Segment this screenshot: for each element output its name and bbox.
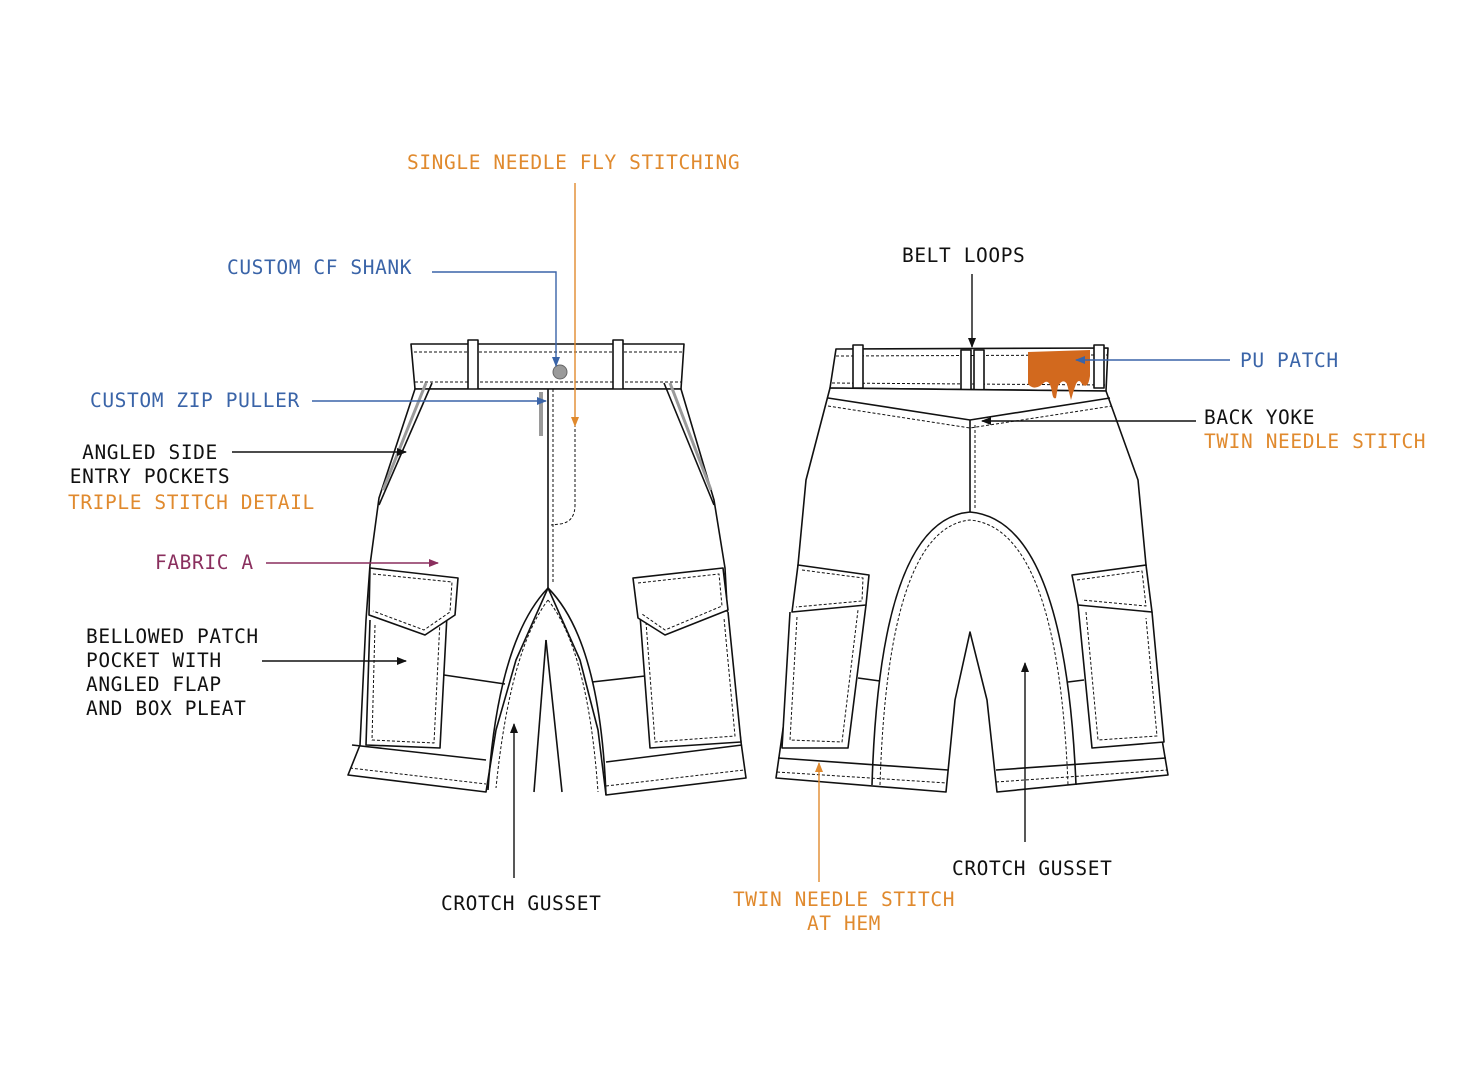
callout-fabric-a: FABRIC A bbox=[155, 551, 254, 574]
back-crotch-gusset bbox=[871, 511, 1077, 786]
callout-single-needle-fly: SINGLE NEEDLE FLY STITCHING bbox=[407, 151, 741, 174]
callout-bellowed-patch-pocket: BELLOWED PATCH POCKET WITH ANGLED FLAP A… bbox=[86, 625, 259, 720]
callout-crotch-gusset-front: CROTCH GUSSET bbox=[441, 892, 602, 915]
pu-patch bbox=[1028, 350, 1090, 400]
front-belt-loop bbox=[467, 339, 479, 393]
callout-crotch-gusset-back: CROTCH GUSSET bbox=[952, 857, 1113, 880]
callout-twin-needle-hem: TWIN NEEDLE STITCH AT HEM bbox=[732, 888, 956, 935]
front-view-shorts bbox=[347, 339, 747, 796]
callout-twin-needle-yoke: TWIN NEEDLE STITCH bbox=[1204, 430, 1427, 453]
fly-stitch-line bbox=[550, 389, 576, 526]
leader-lines bbox=[232, 183, 1230, 882]
back-right-cargo-pocket bbox=[1077, 604, 1165, 749]
back-belt-loop bbox=[960, 349, 972, 391]
back-right-cargo-flap bbox=[1071, 564, 1153, 613]
back-belt-loop bbox=[852, 344, 864, 389]
right-cargo-flap bbox=[632, 567, 729, 636]
back-belt-loop bbox=[973, 349, 985, 391]
callout-angled-side-entry-pockets: ANGLED SIDE ENTRY POCKETS bbox=[69, 441, 231, 488]
back-belt-loop bbox=[1093, 344, 1105, 389]
front-crotch-gusset bbox=[487, 587, 549, 791]
front-left-hem bbox=[351, 744, 487, 761]
back-left-cargo-flap bbox=[791, 564, 870, 613]
back-view-shorts bbox=[775, 344, 1169, 793]
right-cargo-pocket bbox=[639, 611, 742, 749]
back-left-hem bbox=[777, 757, 949, 771]
right-side-pocket bbox=[663, 382, 715, 506]
callout-custom-cf-shank: CUSTOM CF SHANK bbox=[227, 256, 413, 279]
front-belt-loop bbox=[612, 339, 624, 393]
callout-pu-patch: PU PATCH bbox=[1240, 349, 1339, 372]
callout-custom-zip-puller: CUSTOM ZIP PULLER bbox=[90, 389, 300, 412]
callout-triple-stitch-detail: TRIPLE STITCH DETAIL bbox=[68, 491, 315, 514]
left-side-pocket bbox=[378, 382, 433, 506]
callout-belt-loops: BELT LOOPS bbox=[902, 244, 1026, 267]
callout-back-yoke: BACK YOKE bbox=[1204, 406, 1316, 429]
left-cargo-pocket bbox=[365, 614, 448, 749]
cf-shank-button bbox=[552, 364, 568, 380]
back-left-cargo-pocket bbox=[781, 604, 867, 749]
front-right-hem bbox=[605, 744, 743, 763]
